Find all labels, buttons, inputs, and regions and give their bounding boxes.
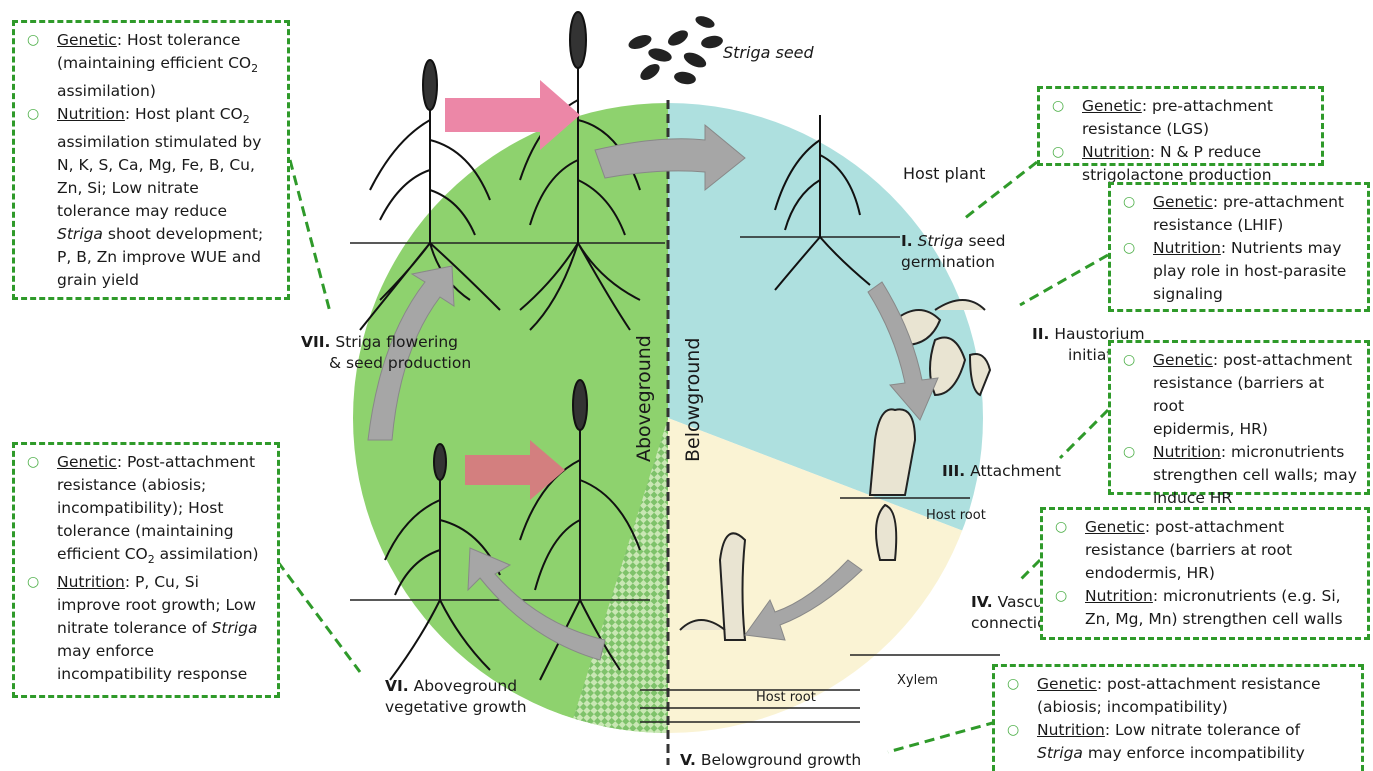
xylem-label: Xylem [897, 673, 938, 688]
genetic-item: ○Genetic: Host tolerance(maintaining eff… [25, 29, 277, 103]
box-flowering-and-seed: ○Genetic: Host tolerance(maintaining eff… [12, 20, 290, 300]
stage-5-label: V. Belowground growth [680, 750, 861, 771]
host-root-label-1: Host root [926, 508, 986, 523]
nutrition-item: ○Nutrition: micronutrients (e.g. Si,Zn, … [1053, 585, 1357, 631]
stage-7-label: VII. Striga flowering& seed production [301, 332, 471, 374]
box-belowground-growth: ○Genetic: post-attachment resistance(abi… [992, 664, 1364, 771]
striga-seeds [627, 14, 724, 86]
genetic-item: ○Genetic: post-attachment resistance(abi… [1005, 673, 1351, 719]
belowground-axis-label: Belowground [682, 338, 704, 462]
stage-3-label: III. Attachment [942, 461, 1061, 482]
aboveground-axis-label: Aboveground [633, 335, 655, 462]
host-plant-label: Host plant [903, 164, 985, 183]
host-root-label-2: Host root [756, 690, 816, 705]
striga-seed-label: Striga seed [723, 43, 814, 62]
